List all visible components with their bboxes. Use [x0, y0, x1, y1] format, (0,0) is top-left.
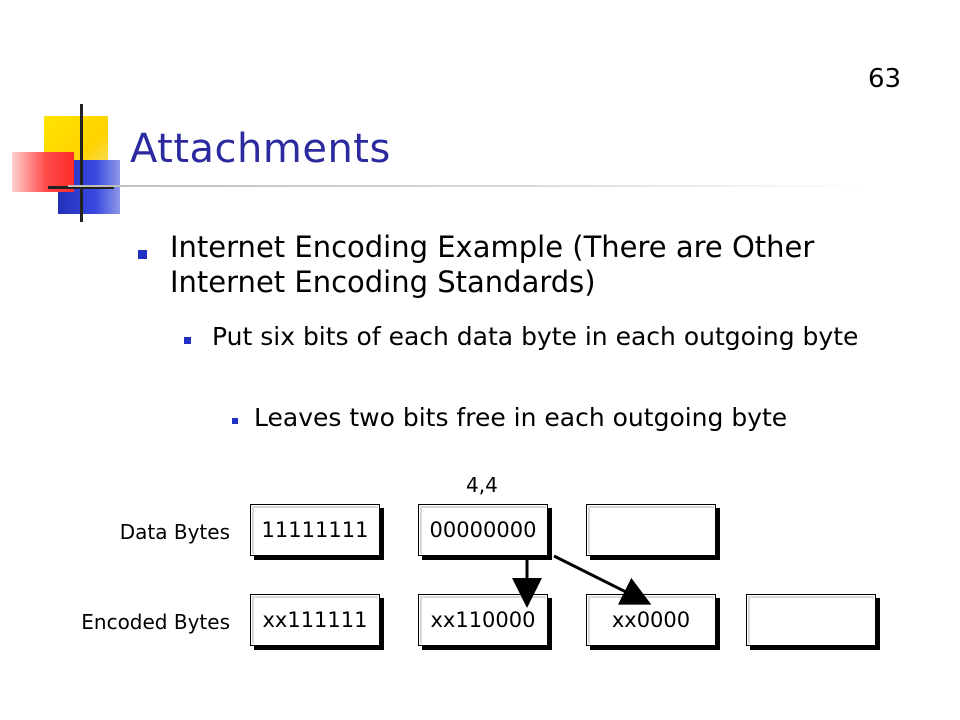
bullet-marker-level-3: [232, 418, 238, 424]
data-bytes-label: Data Bytes: [119, 520, 230, 544]
encoded-byte-box-1: xx111111: [250, 594, 380, 646]
bullet-text-level-1: Internet Encoding Example (There are Oth…: [170, 230, 815, 300]
data-byte-box-2: 00000000: [418, 504, 548, 556]
logo-horizontal-line: [48, 186, 114, 189]
data-byte-box-1: 11111111: [250, 504, 380, 556]
bullet-text-level-3: Leaves two bits free in each outgoing by…: [254, 403, 788, 432]
title-underline: [68, 185, 868, 187]
data-byte-box-3: [586, 504, 716, 556]
slide-title: Attachments: [130, 126, 391, 172]
encoded-bytes-label: Encoded Bytes: [81, 610, 230, 634]
slide-number: 63: [868, 64, 902, 94]
diagram-annotation: 4,4: [466, 473, 498, 497]
encoded-byte-box-2: xx110000: [418, 594, 548, 646]
bullet-marker-level-2: [184, 337, 191, 344]
encoded-byte-box-4: [746, 594, 876, 646]
bullet-marker-level-1: [138, 250, 147, 259]
encoded-byte-box-3: xx0000: [586, 594, 716, 646]
bullet-text-level-2: Put six bits of each data byte in each o…: [212, 322, 859, 351]
logo-vertical-line: [80, 104, 83, 222]
logo-red-square: [12, 152, 74, 192]
